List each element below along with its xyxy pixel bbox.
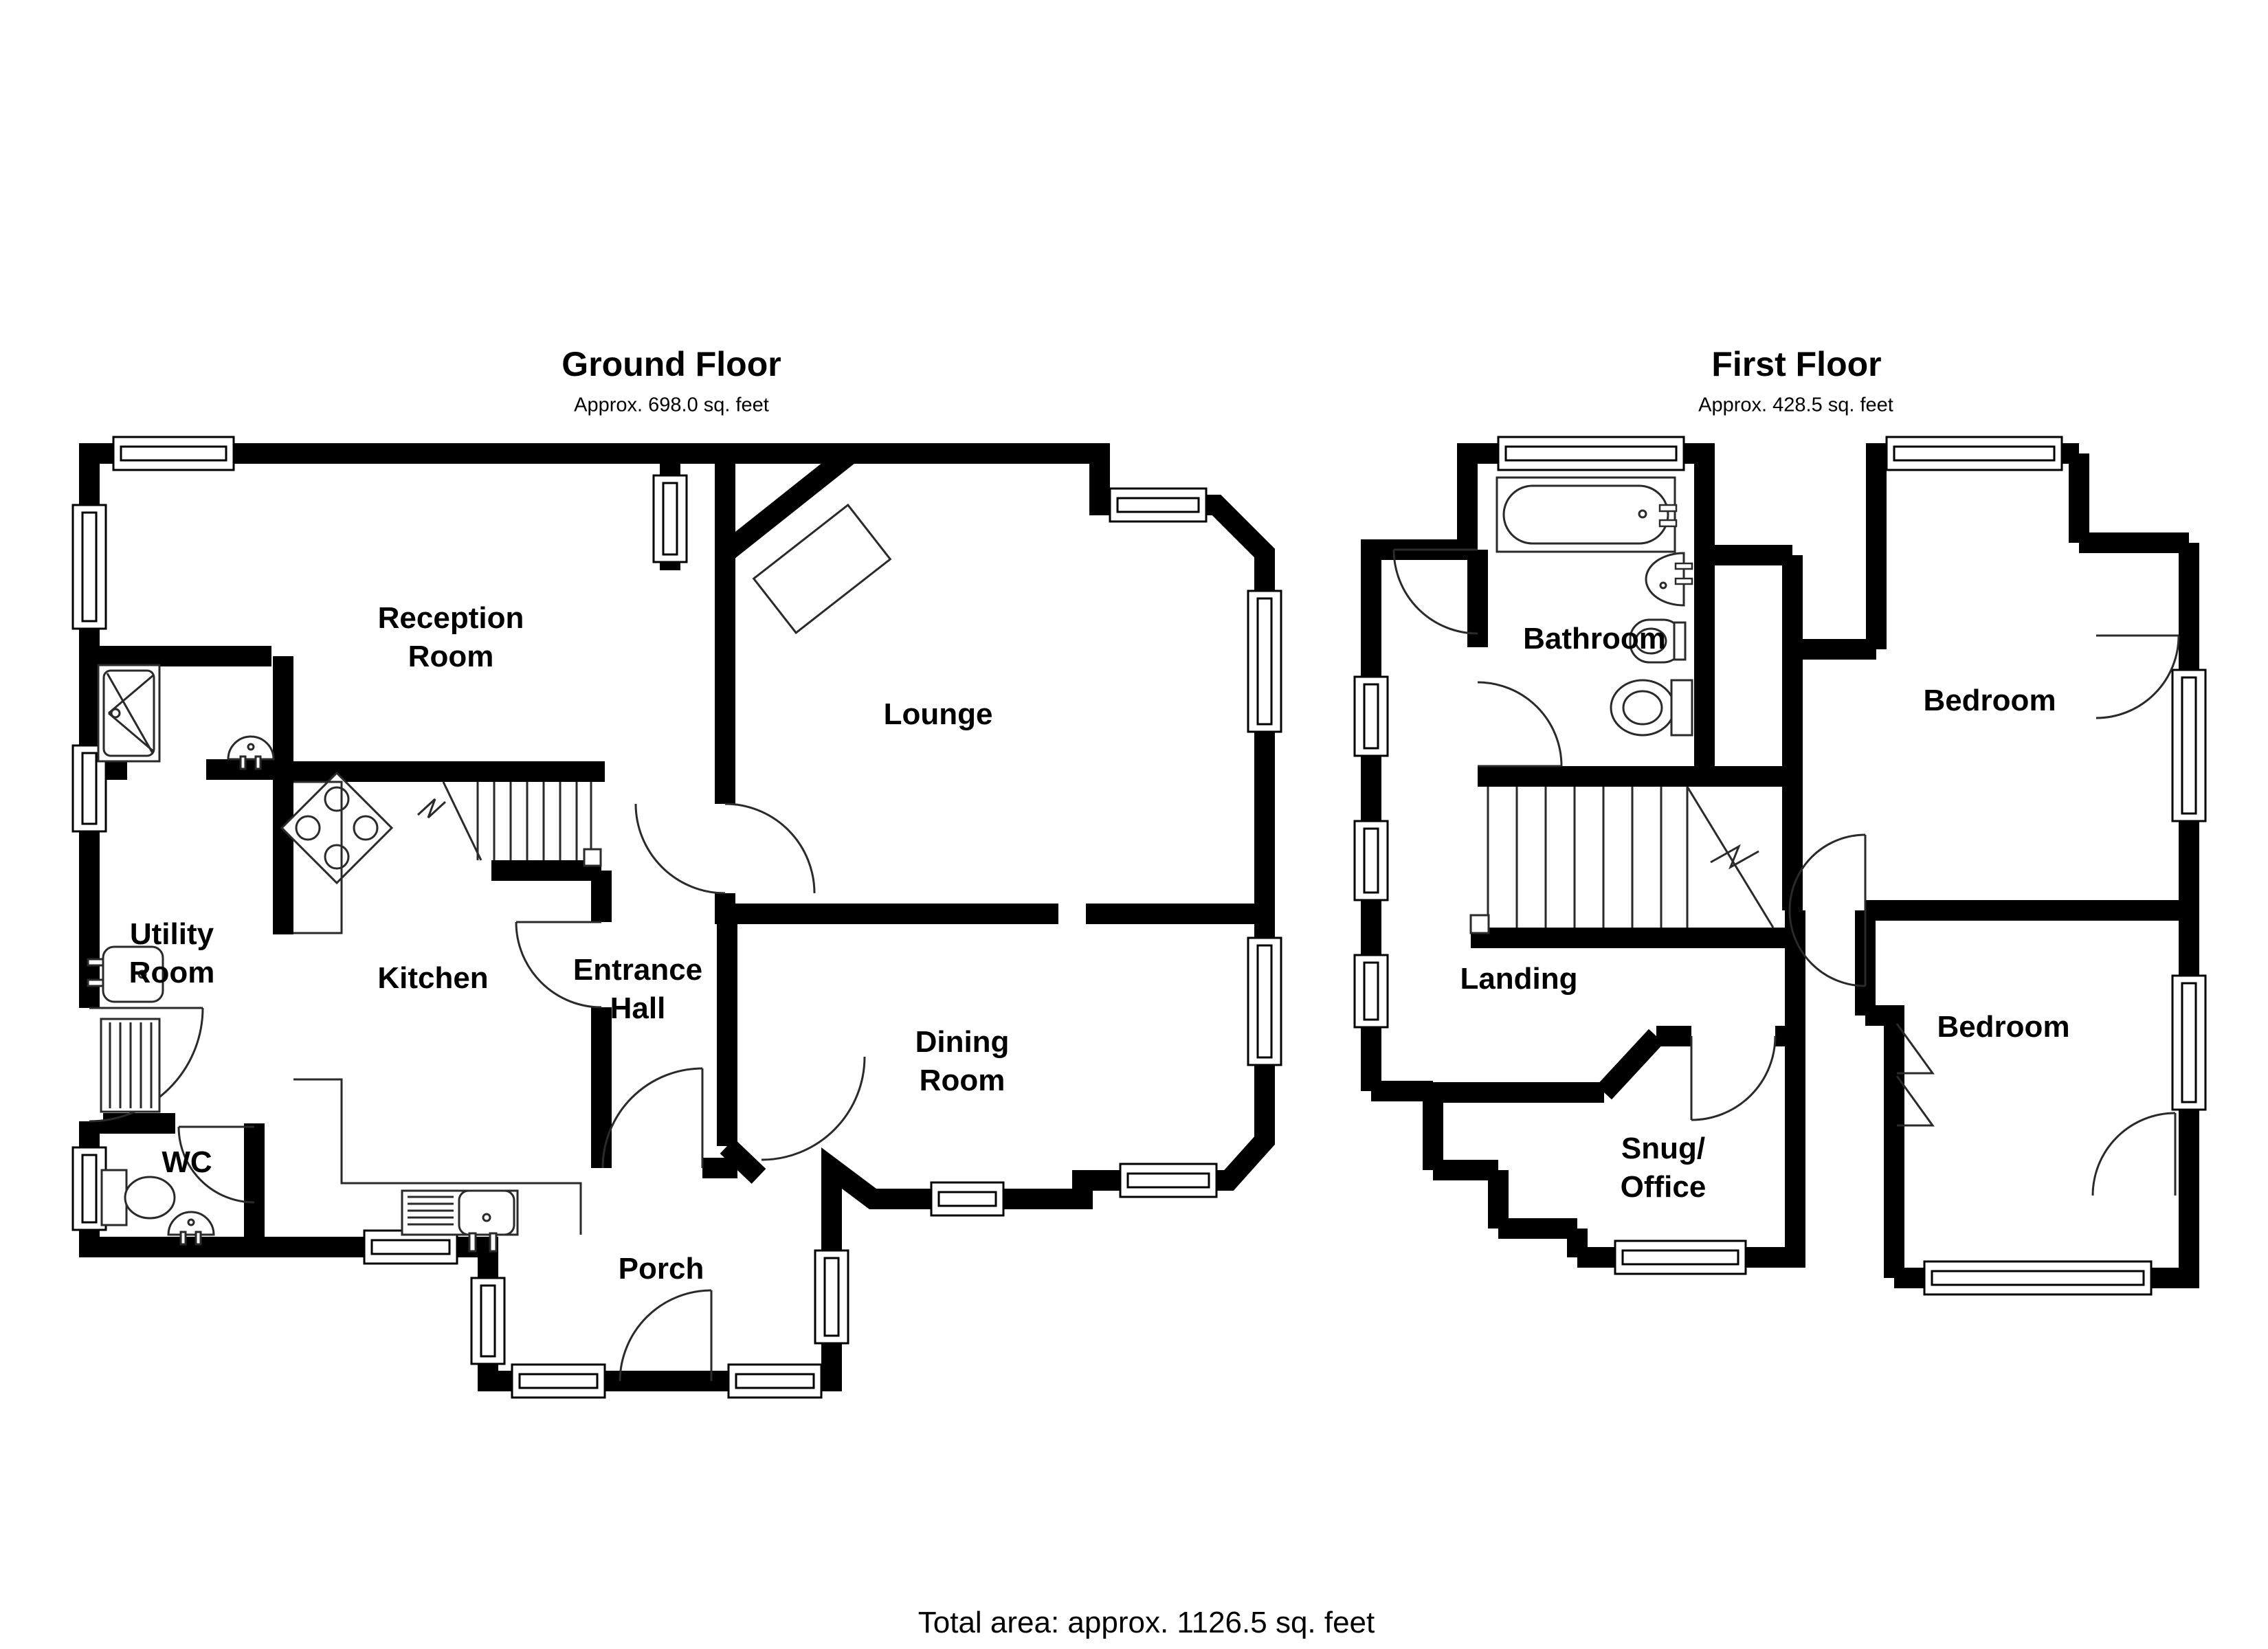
first-floor-doors xyxy=(1392,548,2180,1196)
window-symbol xyxy=(1353,954,1389,1029)
hob-icon xyxy=(280,771,394,885)
window-symbol xyxy=(1109,487,1208,523)
room-label-entrance-hall: Entrance Hall xyxy=(572,953,703,1025)
ground-floor-doors xyxy=(89,803,866,1382)
window-symbol xyxy=(511,1363,606,1399)
room-label-bedroom-front: Bedroom xyxy=(1923,684,2056,717)
room-label-porch: Porch xyxy=(618,1252,704,1286)
total-area-text: Total area: approx. 1126.5 sq. feet xyxy=(918,1606,1375,1639)
window-symbol xyxy=(2171,669,2207,822)
room-label-kitchen: Kitchen xyxy=(377,961,489,995)
window-symbol xyxy=(930,1181,1005,1217)
first-floor-stairs xyxy=(1469,786,1775,934)
ground-floor-fixtures xyxy=(87,503,892,1253)
window-symbol xyxy=(1247,936,1282,1066)
kitchen-door xyxy=(515,921,602,1009)
kitchen-counter xyxy=(293,1078,582,1235)
room-label-dining: Dining Room xyxy=(915,1025,1010,1097)
fireplace-symbol xyxy=(752,503,892,635)
side-door-opening xyxy=(76,1008,103,1121)
first-floor-plan xyxy=(1353,436,2207,1296)
utility-sink-icon xyxy=(87,945,164,1003)
kitchen-counter xyxy=(293,781,343,934)
first-floor-subtitle: Approx. 428.5 sq. feet xyxy=(1698,394,1893,416)
ground-floor-stairs xyxy=(416,781,602,867)
window-symbol xyxy=(112,436,235,471)
bathroom-door xyxy=(1477,681,1563,767)
ground-floor-windows xyxy=(71,436,1282,1399)
porch-front-door xyxy=(619,1289,713,1382)
ground-floor-plan xyxy=(71,436,1282,1399)
toilet-icon xyxy=(100,1169,176,1226)
window-symbol xyxy=(652,474,688,563)
room-label-bedroom-back: Bedroom xyxy=(1937,1010,2070,1044)
bedroom-back-door xyxy=(1788,910,1867,987)
window-symbol xyxy=(1119,1163,1218,1198)
window-symbol xyxy=(1923,1260,2153,1296)
room-label-bathroom: Bathroom xyxy=(1523,622,1666,655)
ground-floor-title: Ground Floor xyxy=(562,345,781,383)
shower-icon xyxy=(97,664,161,763)
wc-door xyxy=(177,1125,255,1204)
basin-icon xyxy=(227,735,275,770)
room-label-utility: Utility Room xyxy=(129,917,215,989)
room-label-wc: WC xyxy=(162,1145,212,1179)
window-symbol xyxy=(71,1146,107,1231)
snug-door xyxy=(1690,1035,1777,1121)
window-symbol xyxy=(1497,436,1685,471)
store-door xyxy=(1392,548,1478,635)
window-symbol xyxy=(814,1249,849,1345)
side-door xyxy=(89,1007,204,1123)
stairs-down-arrow xyxy=(1710,844,1759,870)
room-label-snug-office: Snug/ Office xyxy=(1620,1132,1706,1204)
kitchen-sink-icon xyxy=(401,1189,519,1253)
utility-appliance xyxy=(100,1018,161,1113)
lounge-door xyxy=(634,803,816,895)
cupboard-door xyxy=(2095,634,2180,719)
dining-door xyxy=(761,1056,866,1161)
stairs-up-arrow xyxy=(416,798,447,819)
ground-floor-inner-walls xyxy=(89,447,1265,1247)
room-label-lounge: Lounge xyxy=(883,697,993,731)
window-symbol xyxy=(470,1277,506,1365)
window-symbol xyxy=(1885,436,2063,471)
window-symbol xyxy=(1247,590,1282,733)
front-door-inner xyxy=(601,1067,704,1169)
first-floor-fixtures xyxy=(1496,476,1693,737)
first-floor-walls xyxy=(1361,443,2199,1288)
room-label-reception: Reception Room xyxy=(377,601,524,673)
bathtub-icon xyxy=(1496,476,1678,553)
bidet-icon xyxy=(1629,618,1687,664)
window-symbol xyxy=(727,1363,823,1399)
window-symbol xyxy=(1353,820,1389,901)
basin-icon xyxy=(167,1211,215,1246)
first-floor-windows xyxy=(1353,436,2207,1296)
toilet-icon xyxy=(1610,679,1693,737)
room-label-landing: Landing xyxy=(1460,962,1578,996)
cupboard-door xyxy=(2091,1112,2177,1196)
window-symbol xyxy=(1353,675,1389,757)
newel-post xyxy=(1469,914,1490,934)
window-symbol xyxy=(71,504,107,630)
ground-floor-subtitle: Approx. 698.0 sq. feet xyxy=(574,394,769,416)
first-floor-title: First Floor xyxy=(1711,345,1882,383)
window-symbol xyxy=(1614,1239,1747,1275)
newel-post xyxy=(583,848,602,867)
window-symbol xyxy=(2171,974,2207,1111)
basin-icon xyxy=(1645,552,1693,607)
bedroom-front-door xyxy=(1788,833,1867,911)
bifold-door xyxy=(1895,1023,1935,1127)
